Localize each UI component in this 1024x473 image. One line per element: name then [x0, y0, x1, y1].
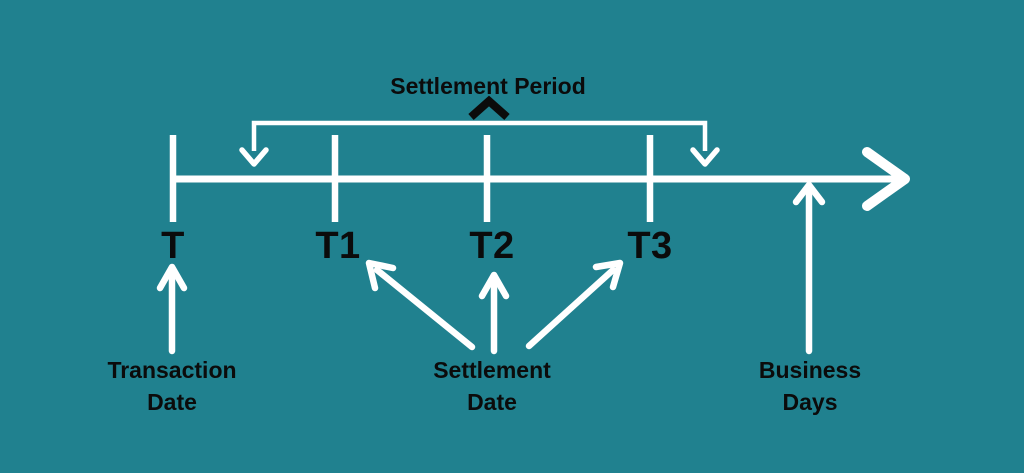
tick-label-t1: T1: [315, 225, 361, 267]
timeline-arrowhead-icon: [862, 147, 910, 211]
business-days-line2: Days: [782, 389, 838, 415]
transaction-date-label: Transaction Date: [107, 354, 236, 418]
tick-label-t2: T2: [469, 225, 515, 267]
transaction-date-line2: Date: [147, 389, 197, 415]
settlement-arrowhead-t1-icon: [365, 259, 397, 292]
transaction-arrowhead-icon: [156, 263, 188, 292]
settlement-period-bracket: [251, 120, 708, 151]
bracket-left-down-arrow-icon: [239, 147, 269, 167]
tick-label-t3: T3: [627, 225, 673, 267]
settlement-arrow-to-t1: [373, 266, 476, 351]
settlement-period-title: Settlement Period: [390, 73, 586, 99]
business-days-line1: Business: [758, 357, 862, 383]
settlement-date-label: Settlement Date: [433, 354, 551, 418]
transaction-date-line1: Transaction: [107, 357, 237, 383]
settlement-date-line2: Date: [467, 389, 517, 415]
settlement-arrow-to-t3: [525, 266, 617, 350]
tick-label-t: T: [161, 225, 185, 267]
caret-up-icon: [468, 95, 510, 120]
business-arrowhead-icon: [792, 181, 826, 206]
settlement-date-line1: Settlement: [433, 357, 551, 383]
bracket-right-down-arrow-icon: [690, 147, 720, 167]
settlement-arrowhead-t3-icon: [592, 259, 624, 291]
business-days-label: Business Days: [759, 354, 861, 418]
settlement-arrowhead-t2-icon: [478, 271, 510, 300]
